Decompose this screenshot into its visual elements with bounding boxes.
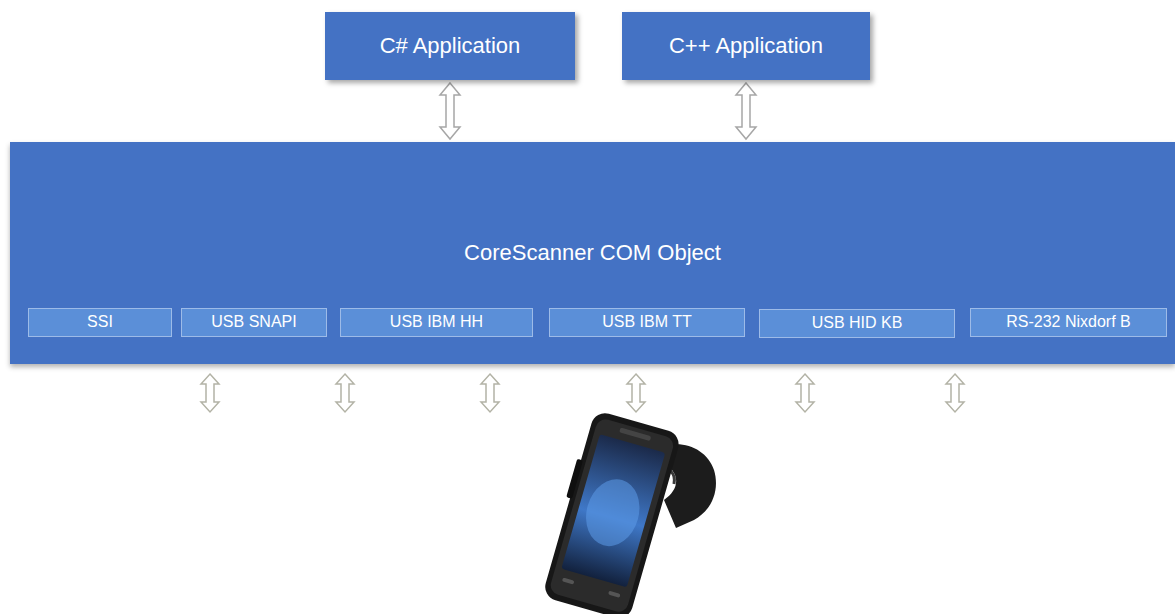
node-label: C++ Application bbox=[669, 33, 823, 58]
protocol-box: USB SNAPI bbox=[181, 308, 327, 337]
application-box: C# Application bbox=[325, 12, 575, 80]
node-label: RS-232 Nixdorf B bbox=[1006, 313, 1131, 331]
node-label: USB IBM HH bbox=[390, 313, 483, 331]
link-arrows bbox=[201, 374, 964, 412]
node-label: USB SNAPI bbox=[211, 313, 296, 331]
node-label: USB HID KB bbox=[812, 314, 903, 332]
com-object-band: CoreScanner COM ObjectSSI USB SNAPI USB IB… bbox=[10, 142, 1175, 364]
scanner-device bbox=[538, 409, 716, 614]
double-arrow bbox=[736, 83, 756, 139]
protocol-box: RS-232 Nixdorf B bbox=[970, 308, 1167, 337]
node-label: CoreScanner COM Object bbox=[10, 240, 1175, 265]
node-label: SSI bbox=[87, 313, 113, 331]
protocol-box: USB IBM HH bbox=[340, 308, 533, 337]
protocol-box: SSI bbox=[28, 308, 172, 337]
application-box: C++ Application bbox=[622, 12, 870, 80]
node-label: C# Application bbox=[380, 33, 521, 58]
protocol-box: USB HID KB bbox=[759, 309, 955, 338]
protocol-box: USB IBM TT bbox=[549, 308, 745, 337]
node-label: USB IBM TT bbox=[602, 313, 692, 331]
double-arrow bbox=[440, 83, 460, 139]
